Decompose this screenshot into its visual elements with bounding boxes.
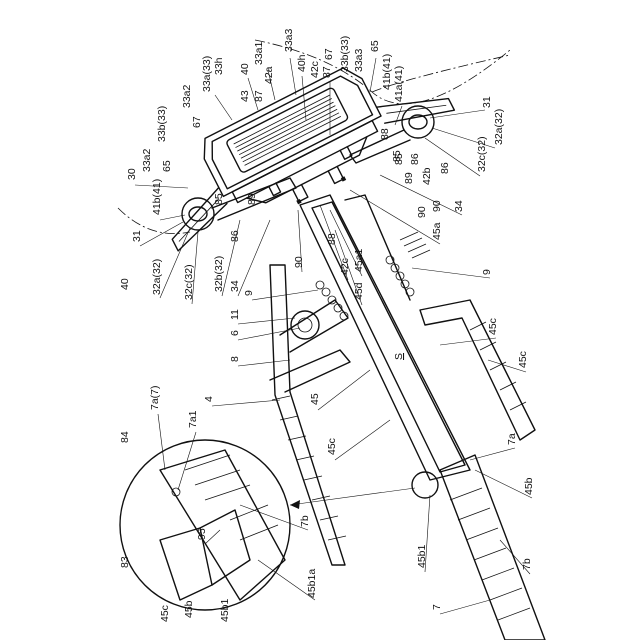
label-87-a: 87 [321,66,333,78]
label-33a3-a: 33a3 [283,28,295,52]
label-84: 84 [119,431,131,443]
label-45: 45 [309,393,321,405]
label-33a2-b: 33a2 [141,148,153,172]
label-41b-41-top: 41b(41) [381,54,393,90]
label-7a1: 7a1 [187,410,199,428]
label-85-b: 85 [393,153,405,165]
label-40h: 40h [296,54,308,72]
label-7a-7: 7a(7) [149,385,161,410]
pivot-left [182,198,214,230]
label-40-left: 40 [119,278,131,290]
label-31-right: 31 [481,96,493,108]
label-42b: 42b [421,167,433,185]
label-4: 4 [203,396,215,402]
label-45a1: 45a1 [353,248,365,272]
label-43: 43 [239,90,251,102]
label-45c-upper: 45c [487,318,499,335]
label-45c-right: 45c [517,351,529,368]
label-6: 6 [229,330,241,336]
label-33b-33-left: 33b(33) [156,106,168,142]
label-41b-41-left: 41b(41) [151,179,163,215]
label-40-top: 40 [239,63,251,75]
label-90-b: 90 [416,206,428,218]
label-45b1a: 45b1a [306,569,318,598]
pivot-right [402,106,434,138]
label-S: S [393,353,405,360]
label-34-right: 34 [453,200,465,212]
label-7b-right: 7b [521,558,533,570]
label-42c-top: 42c [309,61,321,78]
label-33h: 33h [213,57,225,75]
detail-circle [120,440,290,610]
label-9-left: 9 [243,290,255,296]
label-8: 8 [229,356,241,362]
label-89-left: 89 [246,193,258,205]
label-33a2-a: 33a2 [181,84,193,108]
label-33b-33-top: 33b(33) [339,36,351,72]
label-90-c: 90 [293,256,305,268]
label-30: 30 [126,168,138,180]
label-86-b: 86 [439,162,451,174]
label-45a: 45a [431,222,443,240]
label-90-a: 90 [431,200,443,212]
label-45b1-detail: 45b1 [219,598,231,622]
label-32c-32-left: 32c(32) [183,264,195,300]
label-83: 83 [119,556,131,568]
label-32a-32-left: 32a(32) [151,259,163,295]
label-33a1: 33a1 [253,41,265,65]
detail-callout-marker [412,472,438,498]
label-65-top: 65 [369,40,381,52]
label-32b-32: 32b(32) [213,256,225,292]
label-7a: 7a [506,433,518,445]
label-45b-detail: 45b [183,600,195,618]
label-34-left: 34 [229,280,241,292]
label-45b: 45b [523,477,535,495]
label-32c-32-right: 32c(32) [476,136,488,172]
label-33a-33: 33a(33) [201,56,213,92]
label-45c-detail: 45c [159,605,171,622]
label-45c-lower: 45c [326,438,338,455]
label-65-left: 65 [161,160,173,172]
label-86-a: 86 [409,153,421,165]
label-67-left: 67 [191,116,203,128]
label-95: 95 [196,528,208,540]
label-32a-32-right: 32a(32) [493,109,505,145]
label-9-right: 9 [481,269,493,275]
label-7b-detail: 7b [299,515,311,527]
outer-shell-right [420,300,535,440]
label-33a3-b: 33a3 [353,48,365,72]
label-67-top: 67 [323,48,335,60]
label-31-left: 31 [131,230,143,242]
label-41a-41: 41a(41) [393,66,405,102]
label-7: 7 [431,604,443,610]
label-85-left: 85 [213,193,225,205]
label-11: 11 [229,309,241,320]
